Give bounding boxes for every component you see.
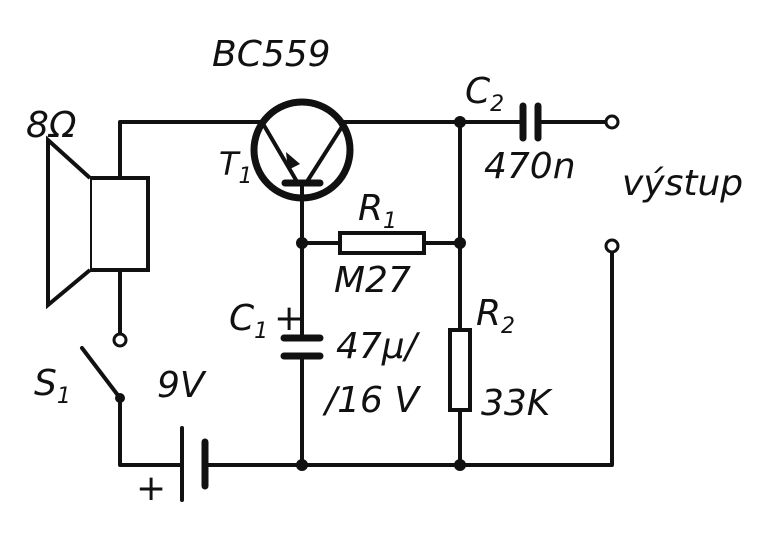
speaker-impedance-label: 8Ω	[26, 105, 77, 146]
r2-value-label: 33K	[481, 383, 553, 424]
c1-plus-label: +	[274, 298, 304, 339]
battery-plus-label: +	[136, 468, 166, 509]
output-terminal-top	[604, 114, 620, 130]
switch-ref-label: S1	[34, 363, 71, 409]
r1-value-label: M27	[334, 260, 411, 301]
capacitor-c2	[519, 102, 542, 142]
wire-bottom-rail-right	[205, 244, 614, 467]
output-label: výstup	[622, 163, 743, 204]
wire-bottom-rail	[118, 398, 184, 467]
transistor-type-label: BC559	[212, 34, 331, 75]
junction-nodes	[296, 116, 466, 471]
junction-node	[454, 237, 466, 249]
c2-ref-label: C2	[465, 71, 504, 117]
junction-node	[296, 237, 308, 249]
capacitor-c1	[280, 334, 324, 360]
c1-value-line2: /16 V	[322, 380, 421, 421]
speaker-icon	[46, 135, 150, 310]
junction-node	[296, 459, 308, 471]
resistor-r2	[448, 328, 472, 412]
resistor-r1	[338, 231, 426, 255]
battery-icon	[180, 426, 209, 502]
output-terminal-bottom	[604, 238, 620, 254]
r2-ref-label: R2	[476, 293, 515, 339]
transistor-t1	[250, 98, 354, 202]
battery-voltage-label: 9V	[157, 365, 207, 406]
c1-value-line1: 47μ/	[336, 326, 421, 367]
emitter-arrow-icon	[286, 152, 300, 170]
c1-ref-label: C1	[229, 298, 268, 344]
transistor-ref-label: T1	[219, 145, 253, 189]
wires	[118, 120, 614, 467]
junction-node	[454, 459, 466, 471]
switch-s1	[80, 346, 125, 403]
speaker-terminal	[112, 332, 128, 348]
junction-node	[454, 116, 466, 128]
r1-ref-label: R1	[358, 188, 397, 234]
c2-value-label: 470n	[484, 146, 576, 187]
